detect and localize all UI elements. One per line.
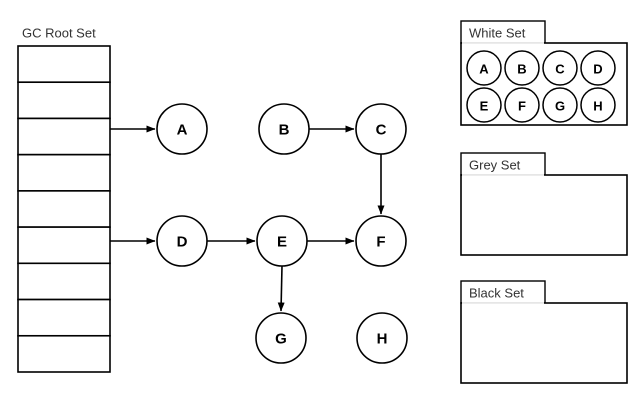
graph-edges <box>110 125 385 312</box>
node-label: G <box>275 331 287 348</box>
node-circle <box>504 87 540 123</box>
node-circle <box>580 87 616 123</box>
node-circle <box>258 103 310 155</box>
white-set-node-d[interactable]: D <box>580 50 616 86</box>
graph-node-c[interactable]: C <box>355 103 407 155</box>
node-circle <box>504 50 540 86</box>
node-label: A <box>177 122 188 139</box>
node-label: E <box>277 234 287 251</box>
node-label: D <box>177 234 188 251</box>
graph-node-a[interactable]: A <box>156 103 208 155</box>
node-circle <box>466 50 502 86</box>
white-set-node-a[interactable]: A <box>466 50 502 86</box>
black-set-title: Black Set <box>469 286 524 301</box>
graph-node-g[interactable]: G <box>255 312 307 364</box>
node-label: B <box>279 122 290 139</box>
graph-node-h[interactable]: H <box>356 312 408 364</box>
graph-node-f[interactable]: F <box>355 215 407 267</box>
node-circle <box>255 312 307 364</box>
node-label: G <box>555 99 565 114</box>
gc-root-set-row[interactable] <box>17 153 111 192</box>
node-circle <box>355 103 407 155</box>
grey-set-title: Grey Set <box>469 158 521 173</box>
gc-root-set: GC Root Set <box>17 26 111 373</box>
node-label: D <box>593 62 602 77</box>
white-set-title: White Set <box>469 26 526 41</box>
node-label: C <box>376 122 387 139</box>
node-circle <box>466 87 502 123</box>
graph-node-d[interactable]: D <box>156 215 208 267</box>
graph-nodes: A B C D E F G H <box>156 103 408 364</box>
node-circle <box>156 103 208 155</box>
graph-node-b[interactable]: B <box>258 103 310 155</box>
grey-set[interactable]: Grey Set <box>460 152 628 256</box>
gc-root-set-row[interactable] <box>17 334 111 373</box>
white-set-node-g[interactable]: G <box>542 87 578 123</box>
gc-root-set-row[interactable] <box>17 81 111 120</box>
node-circle <box>580 50 616 86</box>
node-circle <box>355 215 407 267</box>
black-set-body <box>460 302 628 384</box>
white-set-node-e[interactable]: E <box>466 87 502 123</box>
node-circle <box>542 87 578 123</box>
node-label: H <box>593 99 602 114</box>
white-set-node-f[interactable]: F <box>504 87 540 123</box>
gc-root-set-row[interactable] <box>17 117 111 156</box>
node-circle <box>256 215 308 267</box>
node-circle <box>542 50 578 86</box>
gc-root-set-row[interactable] <box>17 226 111 265</box>
node-circle <box>156 215 208 267</box>
node-label: F <box>518 99 526 114</box>
edge-e-to-g <box>277 265 285 312</box>
node-label: E <box>480 99 489 114</box>
white-set-node-c[interactable]: C <box>542 50 578 86</box>
node-label: C <box>555 62 565 77</box>
node-label: B <box>517 62 526 77</box>
black-set[interactable]: Black Set <box>460 280 628 384</box>
node-label: A <box>479 62 489 77</box>
gc-root-set-row[interactable] <box>17 262 111 301</box>
gc-root-set-row[interactable] <box>17 45 111 84</box>
graph-node-e[interactable]: E <box>256 215 308 267</box>
node-label: F <box>376 234 385 251</box>
gc-root-set-row[interactable] <box>17 190 111 228</box>
gc-root-set-row[interactable] <box>17 298 111 337</box>
white-set-node-b[interactable]: B <box>504 50 540 86</box>
node-label: H <box>377 331 388 348</box>
node-circle <box>356 312 408 364</box>
gc-root-set-title: GC Root Set <box>22 26 96 41</box>
grey-set-body <box>460 174 628 256</box>
white-set-node-h[interactable]: H <box>580 87 616 123</box>
